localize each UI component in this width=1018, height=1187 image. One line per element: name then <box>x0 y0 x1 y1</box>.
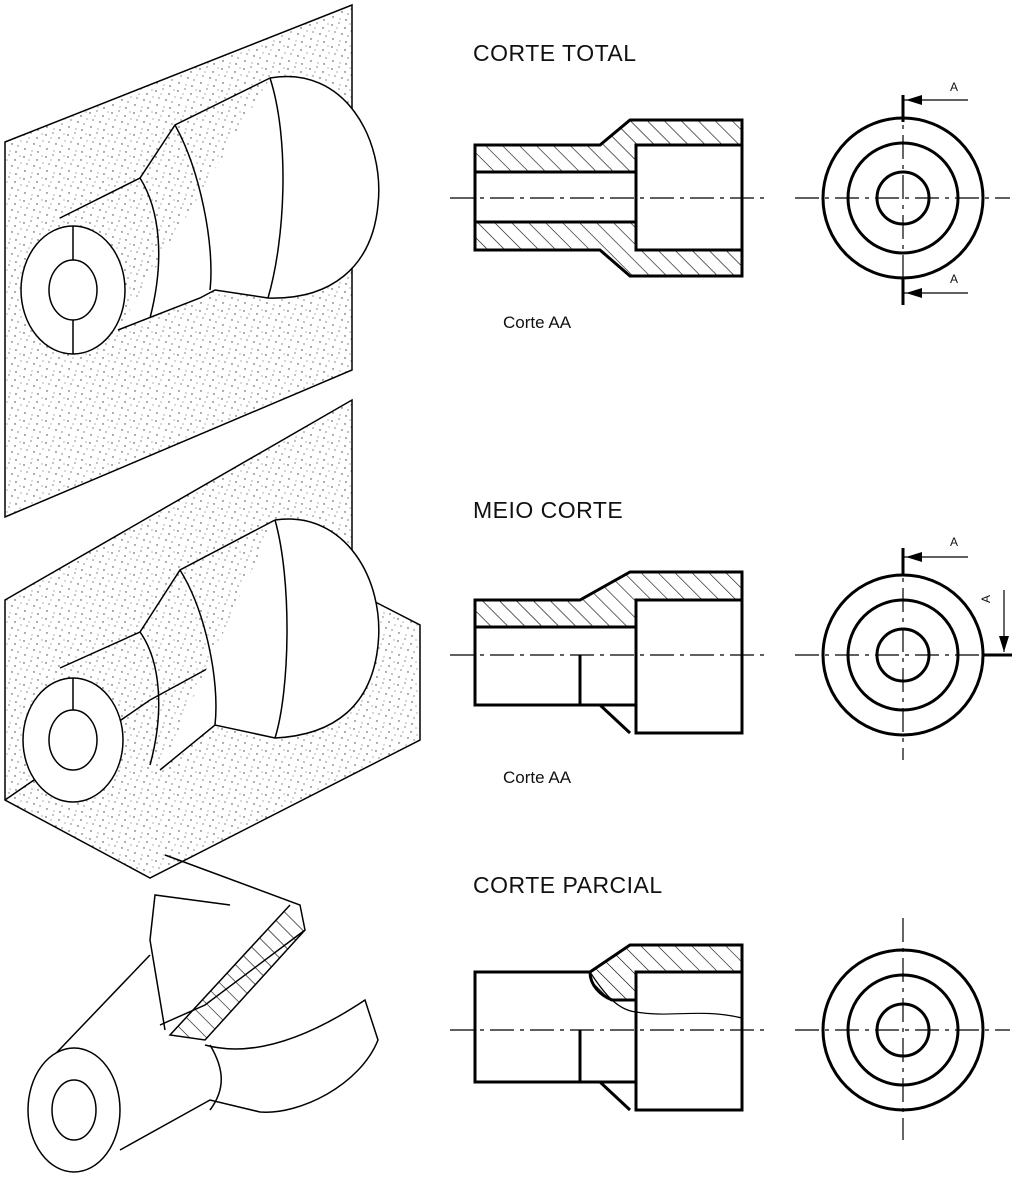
iso-view-meio-corte <box>4 398 421 879</box>
section-caption-corte-total: Corte AA <box>503 313 572 332</box>
cut-mark-label: A <box>950 272 959 286</box>
section-view-corte-parcial <box>450 943 770 1112</box>
iso-view-corte-total <box>4 3 380 519</box>
cut-mark-label: A <box>950 535 959 549</box>
section-title-corte-parcial: CORTE PARCIAL <box>473 872 663 898</box>
cut-mark-label: A <box>950 80 959 94</box>
section-title-corte-total: CORTE TOTAL <box>473 40 637 66</box>
end-view-corte-total <box>795 95 1010 305</box>
section-view-corte-total <box>450 118 770 278</box>
section-caption-meio-corte: Corte AA <box>503 768 572 787</box>
end-view-meio-corte <box>795 548 1012 760</box>
end-view-corte-parcial <box>795 918 1010 1140</box>
iso-view-corte-parcial <box>27 854 379 1173</box>
section-view-meio-corte <box>450 570 770 735</box>
cut-mark-label: A <box>979 594 994 604</box>
section-title-meio-corte: MEIO CORTE <box>473 497 624 523</box>
